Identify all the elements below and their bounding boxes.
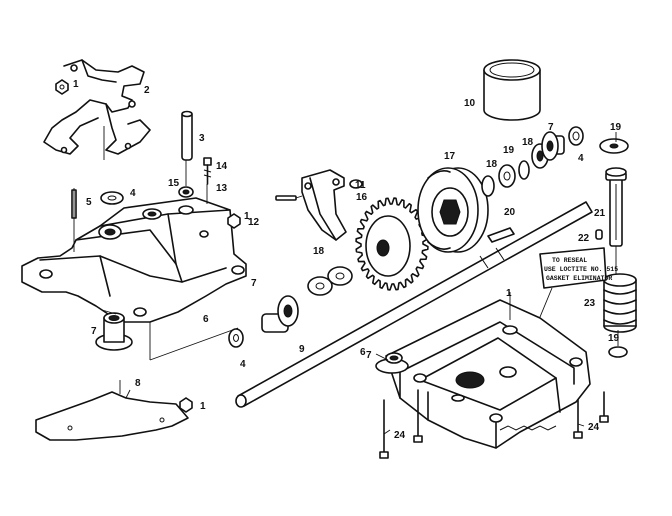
- bushing-part-7-mid: [261, 295, 299, 333]
- plate-part-8: [35, 391, 189, 441]
- washer-part-19-top: [599, 138, 629, 154]
- callout-16: 16: [356, 192, 368, 203]
- sleeve-part-10: [483, 59, 541, 121]
- callout-8: 8: [135, 378, 141, 389]
- washer-part-4-mid: [228, 328, 244, 348]
- callout-24-right: 24: [588, 422, 600, 433]
- washers-part-18-mid: [307, 266, 353, 296]
- callout-6-upper: 6: [203, 314, 209, 325]
- pulley-part-17: [417, 167, 489, 253]
- washer-part-4-right: [568, 126, 584, 146]
- callout-18-right: 18: [486, 159, 498, 170]
- bolts-part-24: [379, 389, 609, 459]
- callout-14: 14: [216, 161, 228, 172]
- washers-part-18-19-right: [481, 143, 549, 197]
- callout-1-case: 1: [506, 288, 512, 299]
- pin-part-3: [181, 110, 193, 161]
- bushing-part-7-left: [95, 312, 133, 351]
- callout-21: 21: [594, 208, 606, 219]
- ring-part-15: [178, 186, 194, 198]
- callout-10: 10: [464, 98, 476, 109]
- callout-labels: 1 2 3 4 5 15 14 13 1 12 11 16 18 7 6 7 4…: [73, 79, 622, 441]
- callout-22: 22: [578, 233, 590, 244]
- callout-7-lower: 7: [366, 350, 372, 361]
- screw-part-14: [203, 157, 212, 185]
- worm-part-23: [603, 273, 637, 333]
- nut-part-1-plate: [179, 397, 193, 413]
- callout-1-housing: 1: [244, 211, 250, 222]
- washer-part-4-left: [100, 191, 124, 205]
- washer-part-19-bottom: [608, 346, 628, 358]
- callout-19-bottom: 19: [608, 333, 620, 344]
- callout-18-mid: 18: [313, 246, 325, 257]
- callout-7-mid: 7: [251, 278, 257, 289]
- note-line-2: USE LOCTITE NO. 515: [544, 266, 618, 273]
- bushing-part-7-lower: [375, 352, 409, 374]
- callout-24-left: 24: [394, 430, 406, 441]
- callout-3: 3: [199, 133, 205, 144]
- vertical-shaft-part-21: [605, 167, 627, 247]
- lower-case-part-6: [385, 299, 591, 449]
- callout-5: 5: [86, 197, 92, 208]
- callout-2: 2: [144, 85, 150, 96]
- callout-9: 9: [299, 344, 305, 355]
- callout-4-left: 4: [130, 188, 136, 199]
- leader-lines: [73, 126, 619, 435]
- nut-part-1-housing: [227, 213, 241, 229]
- callout-23: 23: [584, 298, 596, 309]
- note-line-3: GASKET ELIMINATOR: [546, 275, 612, 282]
- bushing-part-7-right: [541, 131, 565, 161]
- callout-1-top: 1: [73, 79, 79, 90]
- callout-17: 17: [444, 151, 456, 162]
- reseal-note-box: TO RESEAL USE LOCTITE NO. 515 GASKET ELI…: [539, 247, 618, 289]
- callout-4-mid: 4: [240, 359, 246, 370]
- callout-1-plate: 1: [200, 401, 206, 412]
- upper-housing-part-6: [21, 197, 247, 323]
- callout-7-left: 7: [91, 326, 97, 337]
- callout-6-lower: 6: [360, 347, 366, 358]
- callout-15: 15: [168, 178, 180, 189]
- callout-7-right: 7: [548, 122, 554, 133]
- callout-19-right: 19: [503, 145, 515, 156]
- note-line-1: TO RESEAL: [552, 257, 587, 264]
- shaft-part-9: [235, 201, 593, 408]
- key-part-20: [487, 227, 515, 243]
- fork-part-11: [301, 169, 363, 241]
- callout-18-upper: 18: [522, 137, 534, 148]
- callout-13: 13: [216, 183, 228, 194]
- callout-20: 20: [504, 207, 516, 218]
- callout-19-top: 19: [610, 122, 622, 133]
- gear-part-16: [355, 197, 429, 291]
- pin-part-12: [275, 195, 297, 201]
- callout-4-right: 4: [578, 153, 584, 164]
- nut-part-1-top: [55, 79, 69, 95]
- callout-11: 11: [355, 180, 366, 191]
- pin-part-22: [595, 229, 603, 240]
- callout-12: 12: [248, 217, 260, 228]
- bracket-part-2: [43, 59, 151, 155]
